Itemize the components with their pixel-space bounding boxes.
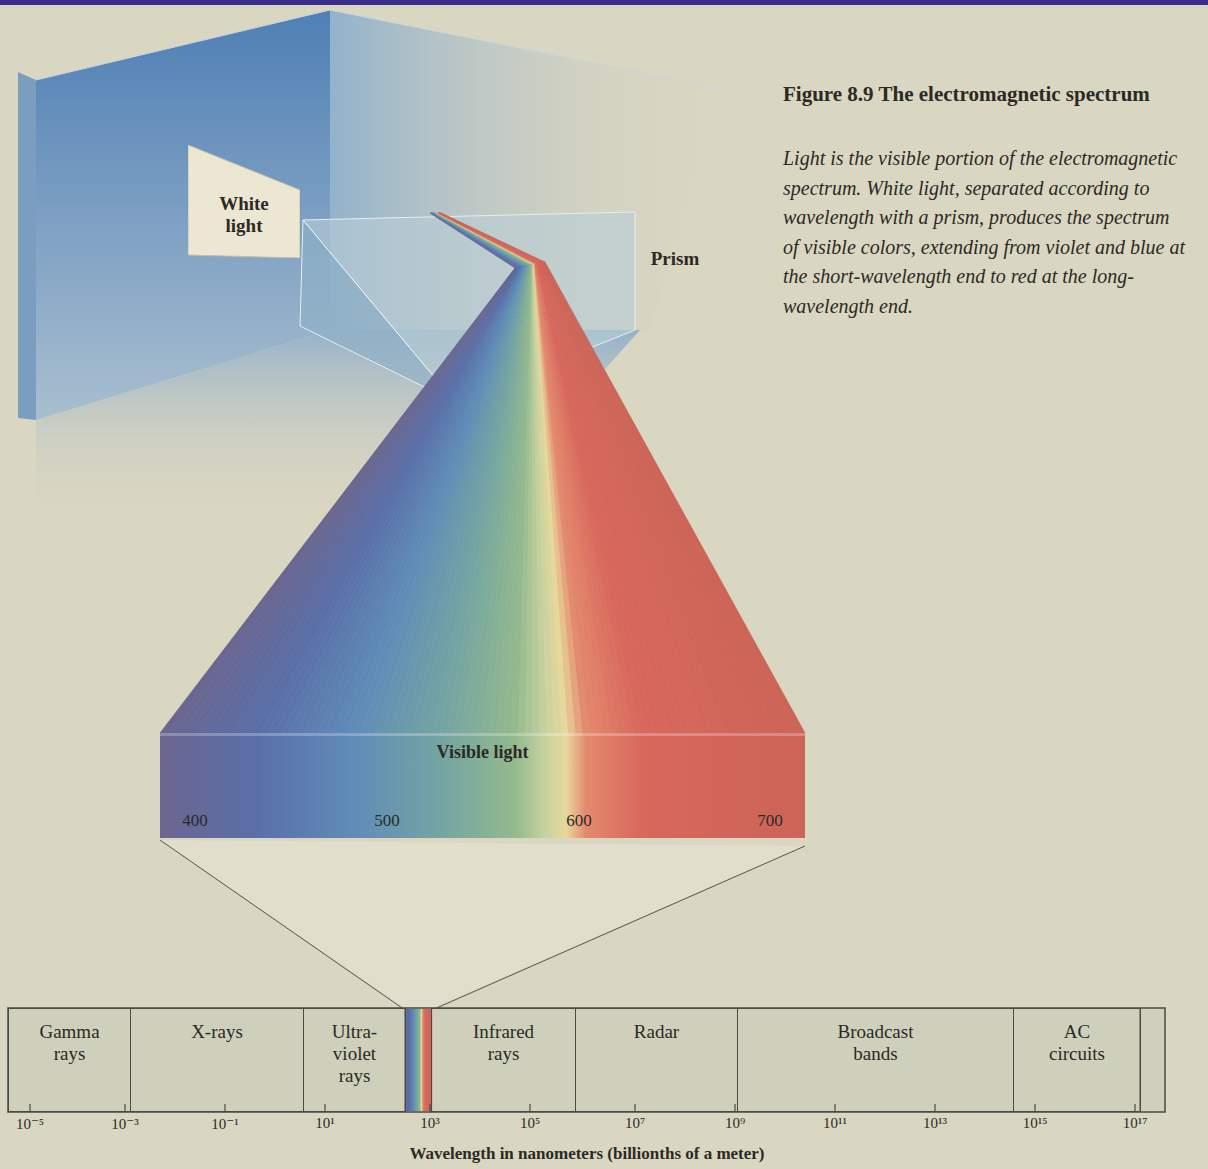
- strip-slice: [409, 1009, 410, 1111]
- wall-top-edge: [330, 10, 720, 88]
- segment-label: X-rays: [162, 1021, 272, 1043]
- axis-tick-label: 10⁻³: [111, 1115, 138, 1133]
- beam-strip: [545, 262, 805, 733]
- axis-tick-label: 10¹: [315, 1115, 335, 1132]
- segment-label: Radar: [607, 1021, 707, 1043]
- tick-mark: [734, 1104, 735, 1112]
- axis-tick-label: 10⁻¹: [211, 1115, 238, 1133]
- strip-slice: [411, 1009, 412, 1111]
- back-wall: [36, 10, 330, 420]
- spectrum-segment: X-rays: [130, 1008, 304, 1112]
- strip-slice: [415, 1009, 416, 1111]
- strip-slice: [425, 1009, 426, 1111]
- strip-slice: [423, 1009, 424, 1111]
- zoom-line: [160, 840, 405, 1010]
- beam-strip: [526, 265, 533, 733]
- strip-slice: [412, 1009, 413, 1111]
- tick-mark: [934, 1104, 935, 1112]
- spectrum-bar: [8, 1008, 1165, 1112]
- strip-slice: [421, 1009, 422, 1111]
- axis-tick-label: 10⁷: [625, 1115, 645, 1132]
- visible-band: Visible light: [160, 733, 805, 838]
- tick-mark: [224, 1104, 225, 1112]
- prism-face: [300, 220, 455, 402]
- spectrum-segment: Radar: [575, 1008, 738, 1112]
- tick-mark: [1034, 1104, 1035, 1112]
- strip-slice: [426, 1009, 427, 1111]
- zoom-line: [432, 846, 805, 1010]
- panel-label: White light: [202, 193, 286, 237]
- segment-label: Infrared rays: [459, 1021, 549, 1065]
- tick-mark: [634, 1104, 635, 1112]
- strip-slice: [408, 1009, 409, 1111]
- zoom-wedge: [160, 840, 805, 1008]
- strip-slice: [424, 1009, 425, 1111]
- strip-slice: [416, 1009, 417, 1111]
- tick-mark: [324, 1104, 325, 1112]
- spectrum-segment: Ultra-violet rays: [303, 1008, 406, 1112]
- segment-label: Broadcast bands: [821, 1021, 931, 1065]
- band-label: Visible light: [373, 742, 593, 763]
- wavelength-value: 500: [374, 811, 400, 831]
- figure-title: Figure 8.9 The electromagnetic spectrum: [783, 80, 1153, 108]
- strip-slice: [414, 1009, 415, 1111]
- axis-tick-label: 10⁹: [725, 1115, 745, 1132]
- axis-tick-label: 10¹³: [923, 1115, 947, 1132]
- band-edge: [160, 733, 805, 736]
- axis-tick-label: 10¹⁷: [1123, 1115, 1148, 1132]
- axis-tick-label: 10³: [420, 1115, 440, 1132]
- wall-top-edge: [36, 10, 330, 80]
- beam-strip: [511, 265, 531, 733]
- wavelength-value: 600: [566, 811, 592, 831]
- spectrum-segment: Infrared rays: [431, 1008, 576, 1112]
- spectrum-segment: Gamma rays: [8, 1008, 131, 1112]
- strip-slice: [420, 1009, 421, 1111]
- tick-mark: [834, 1104, 835, 1112]
- figure-caption: Light is the visible portion of the elec…: [783, 144, 1188, 321]
- light-slit-panel: White light: [188, 145, 300, 258]
- segment-label: Gamma rays: [28, 1021, 112, 1065]
- axis-tick-label: 10⁻⁵: [16, 1115, 44, 1133]
- axis-ticks: [30, 832, 1135, 1112]
- strip-slice: [419, 1009, 420, 1111]
- beam-strip: [440, 213, 545, 262]
- axis-tick-label: 10⁵: [520, 1115, 540, 1132]
- top-strip: [0, 0, 1208, 5]
- axis-title: Wavelength in nanometers (billionths of …: [409, 1144, 764, 1164]
- wavelength-value: 400: [182, 811, 208, 831]
- spectrum-segment: Broadcast bands: [737, 1008, 1014, 1112]
- band-face: [160, 733, 805, 838]
- axis-tick-label: 10¹⁵: [1023, 1115, 1048, 1132]
- strip-slice: [417, 1009, 418, 1111]
- beam-strip: [518, 265, 532, 733]
- strip-slice: [413, 1009, 414, 1111]
- tick-mark: [29, 1104, 30, 1112]
- part-label: Prism: [651, 248, 700, 270]
- strip-slice: [427, 1009, 428, 1111]
- light-beam: [160, 213, 805, 733]
- segment-label: AC circuits: [1035, 1021, 1119, 1065]
- tick-mark: [1134, 1104, 1135, 1112]
- panel-face: [188, 145, 300, 258]
- segment-label: Ultra-violet rays: [324, 1021, 386, 1087]
- strip-slice: [406, 1009, 407, 1111]
- beam-strip: [497, 265, 531, 733]
- spectrum-segment: AC circuits: [1013, 1008, 1141, 1112]
- strip-slice: [428, 1009, 429, 1111]
- visible-strip: [405, 1008, 1140, 1112]
- tick-mark: [124, 1104, 125, 1112]
- wall-edge: [18, 72, 36, 420]
- strip-slice: [407, 1009, 408, 1111]
- strip-slice: [418, 1009, 419, 1111]
- wavelength-value: 700: [757, 811, 783, 831]
- axis-tick-label: 10¹¹: [823, 1115, 847, 1132]
- strip-slice: [410, 1009, 411, 1111]
- strip-slice: [422, 1009, 423, 1111]
- tick-mark: [529, 1104, 530, 1112]
